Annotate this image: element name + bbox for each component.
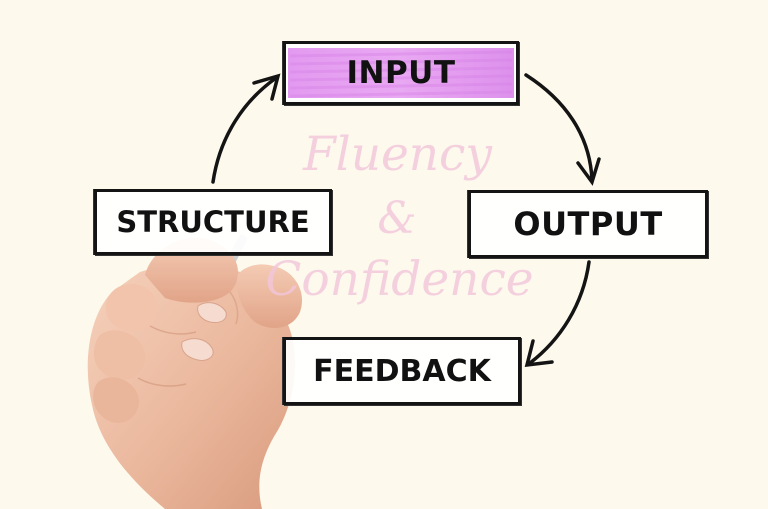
node-structure-label: STRUCTURE bbox=[116, 205, 310, 239]
node-structure: STRUCTURE bbox=[94, 189, 332, 255]
arrow-output-to-feedback bbox=[524, 260, 591, 368]
hand-with-marker-illustration bbox=[87, 234, 303, 509]
node-output-label: OUTPUT bbox=[513, 205, 663, 243]
watermark-line-3: Confidence bbox=[265, 252, 534, 307]
highlighter-fill bbox=[288, 48, 514, 98]
watermark-line-2: & bbox=[377, 193, 417, 244]
node-feedback-label: FEEDBACK bbox=[313, 353, 491, 389]
arrow-structure-to-input bbox=[211, 73, 281, 184]
node-feedback: FEEDBACK bbox=[283, 337, 521, 405]
node-output: OUTPUT bbox=[468, 190, 708, 258]
node-input: INPUT bbox=[283, 41, 519, 105]
arrow-input-to-output bbox=[524, 73, 601, 186]
watermark-line-1: Fluency bbox=[303, 127, 492, 182]
node-input-label: INPUT bbox=[346, 55, 456, 91]
